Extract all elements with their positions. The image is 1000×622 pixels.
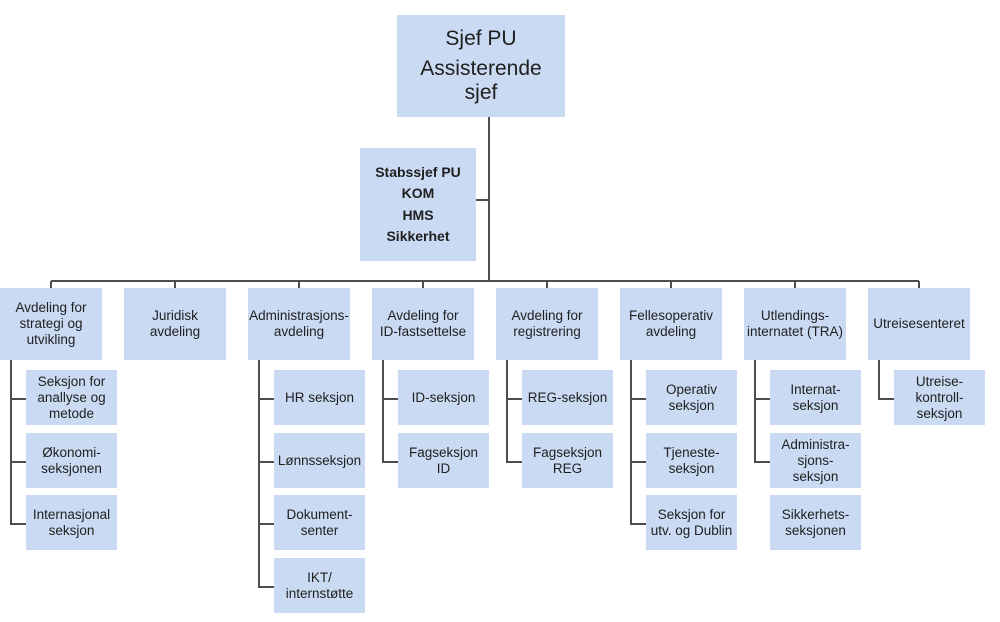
connector-staff [476,199,489,201]
box-section: Sikkerhets- seksjonen [770,495,861,550]
box-section: Administra- sjons- seksjon [770,433,861,488]
connector-section-branch [10,461,26,463]
box-section: Internasjonal seksjon [26,495,117,550]
connector-section-spine [506,360,508,462]
connector-section-branch [506,398,522,400]
box-department: Administrasjons- avdeling [248,288,350,360]
connector-section-spine [10,360,12,524]
box-section: Seksjon for anallyse og metode [26,370,117,425]
box-chief: Sjef PU Assisterende sjef [397,15,565,117]
connector-department-drop [422,281,424,288]
box-section: Lønnsseksjon [274,433,365,488]
connector-department-drop [298,281,300,288]
connector-section-spine [878,360,880,399]
box-section: Internat- seksjon [770,370,861,425]
connector-section-branch [258,523,274,525]
box-section: Utreise- kontroll- seksjon [894,370,985,425]
connector-section-branch [258,586,274,588]
connector-chief-trunk [488,117,490,281]
box-section: ID-seksjon [398,370,489,425]
connector-section-branch [754,461,770,463]
box-section: IKT/ internstøtte [274,558,365,613]
connector-section-spine [754,360,756,462]
connector-section-branch [878,398,894,400]
connector-department-drop [918,281,920,288]
connector-section-branch [630,523,646,525]
box-department: Avdeling for registrering [496,288,598,360]
box-section: Dokument- senter [274,495,365,550]
box-department: Avdeling for strategi og utvikling [0,288,102,360]
box-section: Fagseksjon REG [522,433,613,488]
box-department: Avdeling for ID-fastsettelse [372,288,474,360]
box-staff: Stabssjef PU KOM HMS Sikkerhet [360,148,476,261]
chief-subtitle: Assisterende sjef [420,57,542,104]
connector-section-branch [630,461,646,463]
connector-section-branch [630,398,646,400]
connector-section-spine [382,360,384,462]
box-section: REG-seksjon [522,370,613,425]
connector-section-spine [630,360,632,524]
box-section: Fagseksjon ID [398,433,489,488]
connector-department-bar [51,280,919,282]
staff-line: HMS [402,206,434,223]
chief-title: Sjef PU [445,27,517,50]
connector-section-branch [382,398,398,400]
staff-line: Stabssjef PU [375,163,461,180]
connector-department-drop [794,281,796,288]
box-section: Tjeneste- seksjon [646,433,737,488]
connector-section-spine [258,360,260,587]
connector-section-branch [754,398,770,400]
staff-line: Sikkerhet [386,228,450,244]
box-department: Juridisk avdeling [124,288,226,360]
box-department: Fellesoperativ avdeling [620,288,722,360]
connector-department-drop [50,281,52,288]
connector-section-branch [258,461,274,463]
box-department: Utlendings- internatet (TRA) [744,288,846,360]
connector-department-drop [670,281,672,288]
connector-section-branch [506,461,522,463]
staff-line: KOM [401,185,435,201]
box-department: Utreisesenteret [868,288,970,360]
box-section: Seksjon for utv. og Dublin [646,495,737,550]
box-section: HR seksjon [274,370,365,425]
box-section: Operativ seksjon [646,370,737,425]
connector-department-drop [174,281,176,288]
connector-section-branch [258,398,274,400]
connector-department-drop [546,281,548,288]
connector-section-branch [10,398,26,400]
box-section: Økonomi- seksjonen [26,433,117,488]
connector-section-branch [382,461,398,463]
connector-section-branch [10,523,26,525]
